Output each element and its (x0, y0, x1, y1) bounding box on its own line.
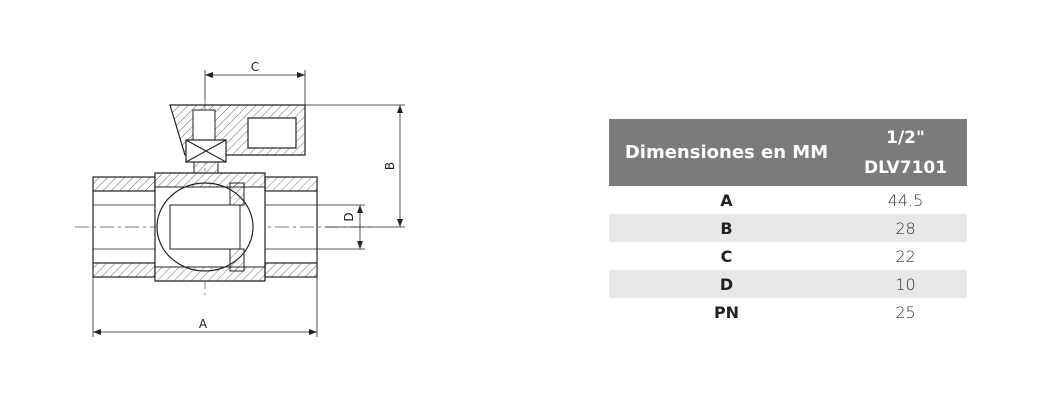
dimension-d-label: D (342, 212, 356, 221)
dimension-a-label: A (199, 317, 208, 331)
right-connector (264, 176, 318, 278)
table-header-label: Dimensiones en MM (609, 119, 844, 186)
lever-handle (169, 104, 306, 156)
left-connector (92, 176, 156, 278)
header-model-text: DLV7101 (863, 157, 948, 178)
table-row: C 22 (609, 242, 967, 270)
dimension-c-label: C (251, 60, 259, 74)
table-row: PN 25 (609, 298, 967, 326)
row-value: 25 (895, 302, 916, 322)
row-key: A (720, 190, 733, 210)
row-key: D (609, 270, 844, 298)
row-key: B (609, 214, 844, 242)
valve-technical-drawing: C B D A (75, 60, 405, 337)
row-value: 28 (844, 214, 967, 242)
row-value: 10 (844, 270, 967, 298)
dimension-d: D (317, 204, 365, 250)
valve-body (154, 172, 266, 282)
dimension-b-label: B (383, 162, 397, 170)
row-value: 22 (895, 246, 916, 266)
table-header-row: Dimensiones en MM 1/2" DLV7101 (609, 119, 967, 186)
row-key: C (720, 246, 733, 266)
dimension-a: A (92, 277, 318, 337)
table-row: D 10 (609, 270, 967, 298)
dimensions-table: Dimensiones en MM 1/2" DLV7101 A 44.5 B … (609, 119, 967, 326)
dimension-c: C (204, 60, 306, 105)
header-size-text: 1/2" (886, 127, 925, 148)
table-row: A 44.5 (609, 186, 967, 214)
row-key: PN (713, 302, 740, 322)
table-header-size: 1/2" DLV7101 (844, 119, 967, 186)
dimension-b: B (305, 104, 405, 228)
table-row: B 28 (609, 214, 967, 242)
row-value: 44.5 (887, 190, 924, 210)
